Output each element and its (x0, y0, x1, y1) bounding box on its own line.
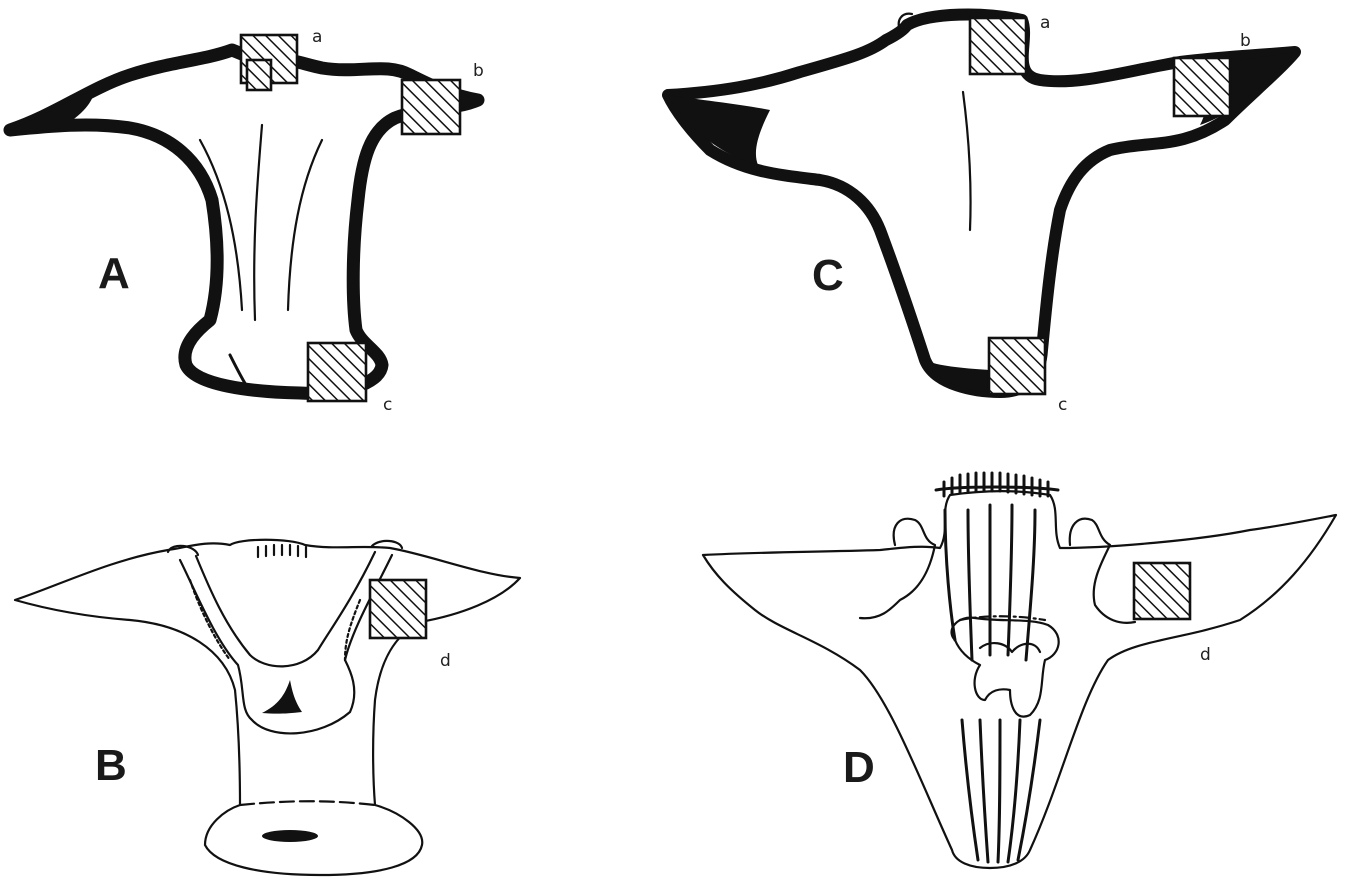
panel-d-region-d-label: d (1200, 645, 1211, 665)
panel-b-base-dashed (240, 801, 375, 805)
panel-d-stripe (968, 510, 972, 660)
panel-a-inner-line (288, 140, 322, 310)
panel-a-inner-line (254, 125, 262, 320)
panel-b-region-d-label: d (440, 651, 451, 671)
panel-a-region-a-box-inner (247, 60, 271, 90)
panel-b-base-slit (262, 830, 318, 842)
panel-d-left-process (860, 519, 935, 619)
panel-d-central-mass (952, 618, 1059, 717)
panel-d-letter: D (843, 743, 875, 792)
panel-b-central-mark (262, 680, 302, 714)
panel-c-region-b-box (1174, 58, 1230, 116)
panel-c-region-a-box (970, 18, 1026, 74)
panel-d-rim (936, 487, 1058, 490)
panel-d-right-process (1070, 519, 1135, 623)
panel-b-outline (15, 540, 520, 875)
panel-d-lower-stripe (998, 720, 1000, 862)
panel-c-letter: C (812, 251, 844, 300)
panel-d-lower-stripe (1008, 720, 1020, 862)
panel-d-stripe (1008, 505, 1012, 655)
panel-d-region-d-box (1134, 563, 1190, 619)
panel-c-region-c-box (989, 338, 1045, 394)
panel-a-letter: A (98, 249, 130, 298)
panel-d-lower-stripe (962, 720, 978, 860)
panel-a-region-c-label: c (383, 395, 392, 415)
panel-c-inner-line (963, 92, 971, 230)
panel-d-stripe (945, 510, 955, 640)
panel-a-region-b-label: b (473, 61, 484, 81)
panel-c-region-b-label: b (1240, 31, 1251, 51)
panel-b-region-d-box (370, 580, 426, 638)
panel-b: B d (15, 540, 520, 875)
panel-d-lower-stripe (980, 720, 988, 862)
panel-c: C a b c (668, 13, 1295, 415)
panel-d-stripe (1026, 510, 1035, 660)
panel-d-rim-frill (944, 473, 1048, 496)
panel-c-region-c-label: c (1058, 395, 1067, 415)
panel-a: A a b c (10, 27, 484, 415)
panel-d-lower-stripe (1018, 720, 1040, 860)
panel-a-region-a-label: a (312, 27, 322, 47)
panel-c-region-a-label: a (1040, 13, 1050, 33)
panel-b-letter: B (95, 741, 127, 790)
panel-a-region-c-box (308, 343, 366, 401)
panel-a-region-b-box (402, 80, 460, 134)
panel-b-neck-frill (258, 545, 306, 557)
panel-d: D d (703, 473, 1336, 868)
panel-d-outline (703, 491, 1336, 868)
